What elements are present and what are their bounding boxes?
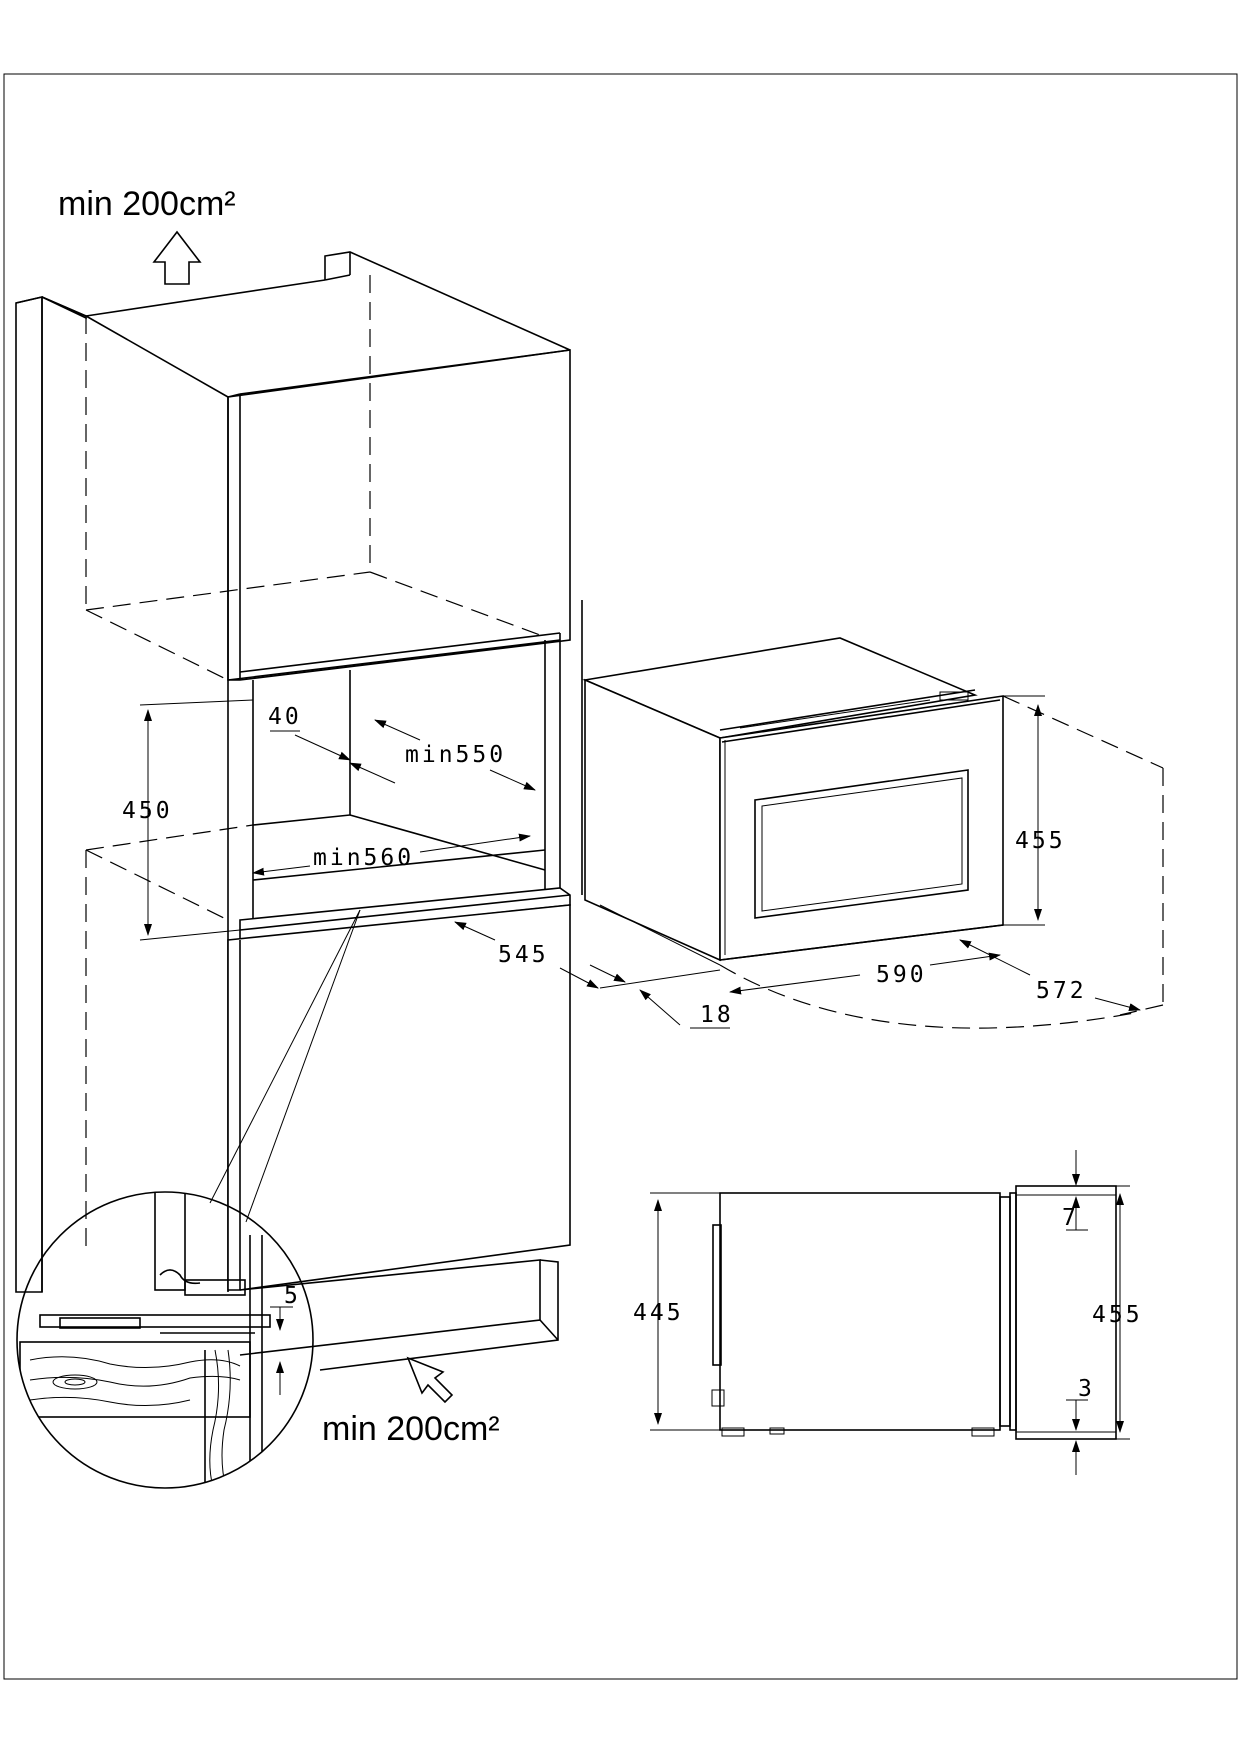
side-view-dimensions: 445 455 7 3 (633, 1150, 1143, 1475)
dim-oven-front-height: 455 (1015, 828, 1066, 854)
dim-side-front-height: 455 (1092, 1302, 1143, 1328)
top-ventilation-label: min 200cm² (58, 185, 236, 223)
dim-niche-height: 450 (122, 798, 173, 824)
vent-up-arrow-icon (152, 230, 202, 285)
detail-callout: 5 (16, 909, 361, 1489)
page-frame (3, 73, 1238, 1680)
bottom-ventilation-label: min 200cm² (322, 1410, 500, 1448)
oven-side-view (711, 1185, 1117, 1440)
cabinet-outline (15, 251, 583, 1371)
oven-3d-view (582, 637, 1004, 966)
cabinet-dimensions: 450 40 min550 min560 545 18 (122, 699, 734, 1029)
oven-dimensions: 455 590 572 (719, 695, 1164, 1029)
dim-side-top-offset: 7 (1062, 1205, 1079, 1231)
dim-gap-detail: 5 (284, 1283, 301, 1309)
dim-niche-depth: min550 (405, 742, 506, 768)
dim-oven-width: 590 (876, 962, 927, 988)
dim-niche-width: min560 (313, 845, 414, 871)
dim-side-bottom-offset: 3 (1078, 1376, 1095, 1402)
cabinet-hidden-lines (85, 275, 541, 1250)
dim-side-body-height: 445 (633, 1300, 684, 1326)
dim-cabinet-depth: 545 (498, 942, 549, 968)
dim-top-gap: 40 (268, 704, 302, 730)
dim-front-thickness: 18 (700, 1002, 734, 1028)
dim-oven-depth: 572 (1036, 978, 1087, 1004)
vent-inlet-arrow-icon (406, 1356, 454, 1404)
